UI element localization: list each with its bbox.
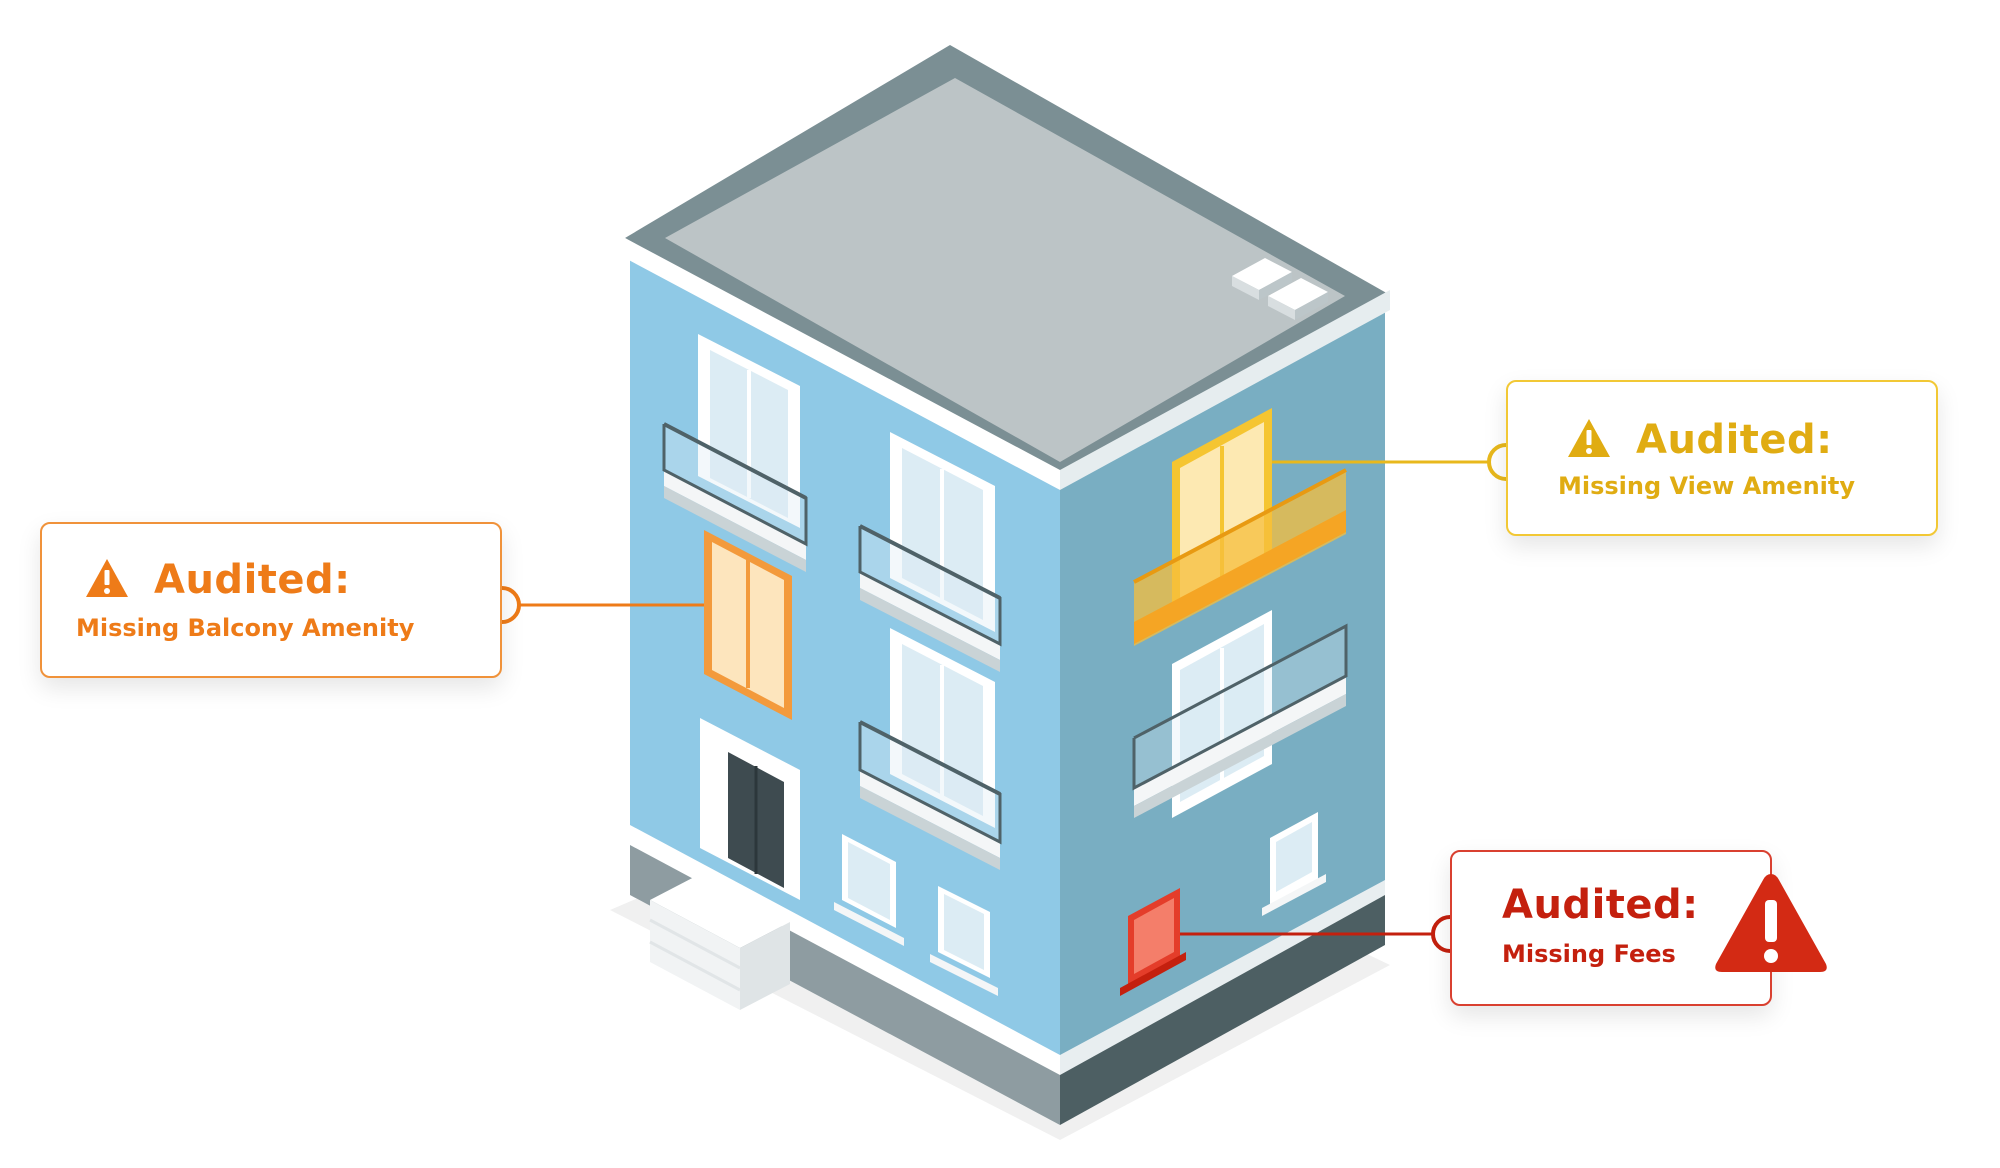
window-front-small-1 — [834, 834, 904, 946]
callout-missing-view-amenity: Audited: Missing View Amenity — [1506, 380, 1938, 536]
window-side-small — [1262, 812, 1326, 916]
callout-title: Audited: — [1636, 417, 1833, 463]
window-missing-view-highlight — [1133, 408, 1347, 646]
warning-triangle-icon — [1715, 874, 1827, 972]
window-missing-fees-highlight — [1120, 888, 1186, 996]
callout-subtitle: Missing Fees — [1502, 940, 1676, 968]
callout-subtitle: Missing Balcony Amenity — [76, 614, 415, 642]
callout-subtitle: Missing View Amenity — [1558, 472, 1855, 500]
base-side — [1060, 890, 1385, 1125]
roof-parapet-front-edge — [625, 238, 1060, 490]
base-top-front — [630, 820, 1060, 1075]
warning-triangle-icon — [1568, 419, 1610, 457]
window-front-small-2 — [930, 886, 998, 996]
window-missing-balcony-highlight — [704, 530, 792, 720]
ac-units — [1232, 258, 1328, 320]
callout-title: Audited: — [1502, 882, 1699, 928]
roof-parapet-side-edge — [1060, 290, 1390, 490]
callout-missing-fees: Audited: Missing Fees — [1450, 850, 1772, 1006]
roof-surface — [665, 78, 1345, 462]
callout-missing-balcony-amenity: Audited: Missing Balcony Amenity — [40, 522, 502, 678]
window-front-top-left — [662, 334, 808, 572]
warning-triangle-icon — [86, 559, 128, 597]
callout-title: Audited: — [154, 557, 351, 603]
window-front-mid-lower — [858, 628, 1002, 870]
entrance-steps — [649, 874, 790, 1010]
window-front-mid-upper — [858, 432, 1002, 672]
entrance-door — [700, 718, 800, 900]
window-side-mid — [1132, 610, 1348, 818]
